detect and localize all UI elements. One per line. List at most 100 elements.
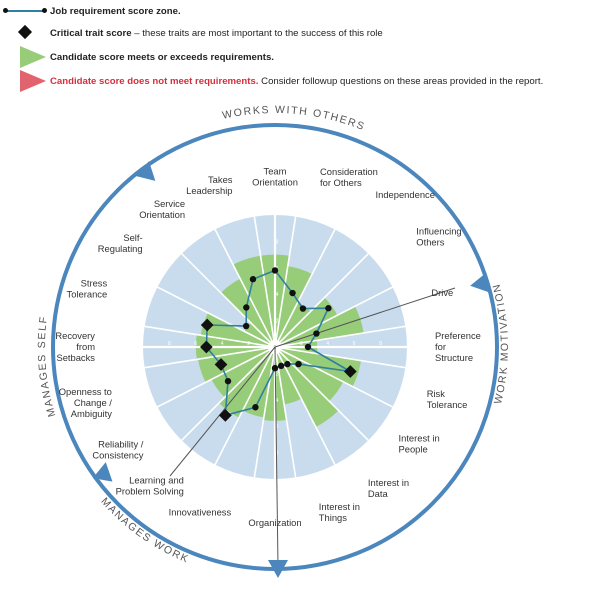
score-marker: [224, 377, 232, 385]
score-marker: [313, 330, 320, 337]
group-divider-line: [169, 346, 276, 477]
score-sector: [244, 322, 275, 347]
axis-tick-label: 6: [353, 341, 356, 347]
score-marker: [304, 343, 312, 351]
sector-divider: [253, 215, 276, 348]
score-sector: [220, 278, 275, 347]
legend-critical: Critical trait score – these traits are …: [0, 22, 383, 44]
axis-tick-label: 8: [379, 341, 382, 347]
legend-meets-title: Candidate score meets or exceeds require…: [50, 51, 274, 63]
critical-marker: [199, 340, 213, 354]
critical-marker: [343, 365, 357, 378]
sector-divider: [274, 285, 394, 348]
axis-tick-label: 6: [276, 424, 279, 430]
sector-divider: [213, 228, 276, 348]
green-triangle-icon: [0, 46, 50, 68]
score-marker: [325, 305, 332, 312]
sector-divider: [180, 346, 276, 442]
legend-meets: Candidate score meets or exceeds require…: [0, 46, 274, 68]
ring-marker-triangle: [135, 161, 156, 181]
axis-tick-label: 8: [276, 451, 279, 457]
sector-divider: [274, 346, 297, 479]
score-marker: [284, 360, 291, 368]
trait-label: Drive: [431, 287, 453, 298]
ring-marker-triangle: [268, 560, 288, 578]
sector-divider: [143, 346, 276, 369]
score-sector: [275, 302, 311, 347]
score-marker: [295, 360, 302, 368]
score-sector: [198, 347, 275, 383]
score-sector: [200, 312, 275, 347]
score-sector: [233, 255, 275, 347]
legend-not-meet-desc: Consider followup questions on these are…: [258, 75, 544, 87]
axis-tick-label: 4: [221, 341, 224, 347]
sector-divider: [143, 325, 276, 348]
axis-tick-label: 2: [276, 319, 279, 325]
axis-tick-label: 4: [326, 341, 329, 347]
score-sector: [275, 347, 344, 402]
sector-divider: [274, 346, 370, 442]
axis-tick-label: 4: [276, 398, 279, 404]
trait-label: Innovativeness: [169, 507, 232, 518]
ring-marker-triangle: [92, 462, 113, 482]
sector-divider: [274, 346, 394, 409]
sector-divider: [156, 285, 276, 348]
score-sector: [275, 347, 339, 427]
sector-divider: [274, 325, 407, 348]
critical-marker: [218, 408, 232, 422]
group-divider-line: [274, 287, 456, 348]
legend-not-meet-title: Candidate score does not meet requiremen…: [50, 75, 259, 87]
sector-divider: [274, 228, 337, 348]
ring-marker-triangle: [470, 272, 490, 293]
legend-zone: Job requirement score zone.: [0, 0, 181, 22]
axis-tick-label: 2: [247, 341, 250, 347]
axis-tick-label: 2: [276, 371, 279, 377]
score-marker: [242, 322, 250, 330]
axis-tick-label: 8: [168, 341, 171, 347]
red-triangle-icon: [0, 70, 50, 92]
trait-label: Organization: [248, 517, 301, 528]
sector-divider: [180, 252, 276, 348]
score-marker: [252, 404, 259, 411]
score-marker: [277, 362, 285, 370]
score-marker: [271, 267, 279, 274]
score-marker: [289, 289, 296, 297]
legend-critical-title: Critical trait score: [50, 27, 132, 39]
axis-tick-label: 8: [276, 239, 279, 245]
sector-divider: [253, 346, 276, 479]
sector-divider: [274, 215, 297, 348]
legend-critical-desc: – these traits are most important to the…: [131, 27, 383, 39]
critical-marker: [214, 358, 228, 371]
group-divider-line: [274, 346, 279, 566]
axis-tick-label: 4: [276, 292, 279, 298]
trait-label: Reliability /Consistency: [92, 438, 143, 460]
sector-divider: [274, 346, 407, 369]
sector-divider: [274, 346, 337, 466]
trait-label: Self-Regulating: [98, 232, 143, 254]
legend: Job requirement score zone. Critical tra…: [0, 0, 590, 100]
zone-line-icon: [0, 0, 50, 22]
score-sector: [275, 266, 313, 347]
legend-zone-title: Job requirement score zone.: [50, 5, 181, 17]
score-marker: [249, 276, 257, 283]
sector-divider: [156, 346, 276, 409]
score-marker: [271, 364, 279, 372]
score-marker: [299, 305, 307, 312]
critical-marker: [200, 318, 214, 332]
axis-tick-label: 2: [300, 341, 303, 347]
sector-divider: [274, 252, 370, 348]
